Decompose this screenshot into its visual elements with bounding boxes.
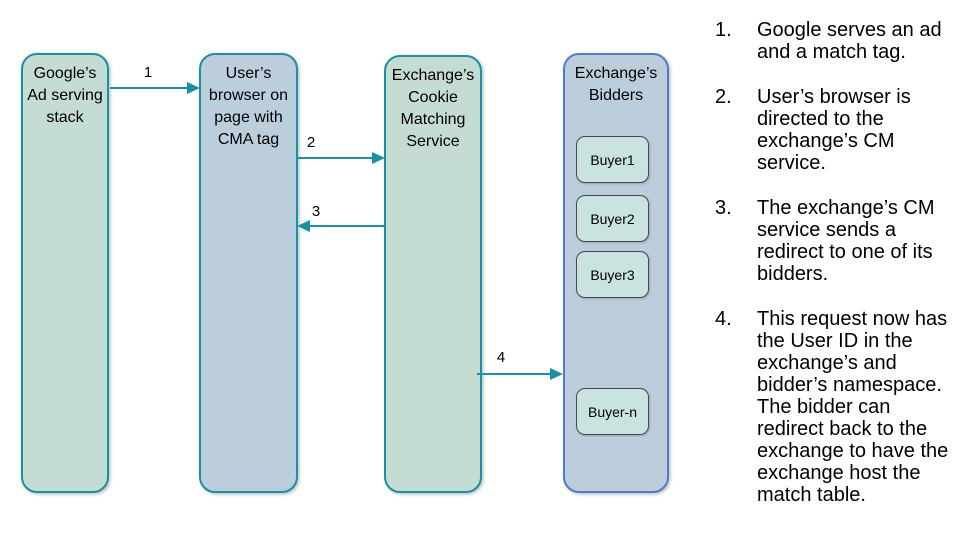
- arrow-label-3: 3: [311, 203, 321, 220]
- arrow-step-2: [298, 152, 385, 164]
- node-label: Exchange’s Cookie Matching Service: [391, 67, 475, 150]
- arrowhead-right-icon: [372, 152, 385, 164]
- node-exchange-cm-service: Exchange’s Cookie Matching Service: [384, 55, 482, 493]
- arrow-label-4: 4: [496, 349, 506, 366]
- arrow-shaft: [477, 372, 552, 376]
- buyer-label: Buyer-n: [587, 403, 638, 420]
- step-number: 4.: [715, 308, 732, 330]
- node-google-ad-stack: Google’s Ad serving stack: [21, 53, 109, 493]
- buyer-box-n: Buyer-n: [576, 388, 649, 435]
- buyer-box-2: Buyer2: [576, 195, 649, 242]
- step-number: 1.: [715, 19, 732, 41]
- arrowhead-left-icon: [297, 220, 310, 232]
- steps-list: 1. Google serves an ad and a match tag. …: [715, 19, 960, 529]
- arrowhead-right-icon: [550, 368, 563, 380]
- arrow-label-2: 2: [306, 134, 316, 151]
- step-text: This request now has the User ID in the …: [757, 308, 949, 506]
- arrow-shaft: [110, 86, 189, 90]
- arrow-shaft: [308, 224, 384, 228]
- buyer-box-3: Buyer3: [576, 251, 649, 298]
- arrow-shaft: [298, 156, 374, 160]
- arrow-label-1: 1: [143, 64, 153, 81]
- buyer-label: Buyer1: [590, 151, 635, 168]
- arrow-step-1: [110, 82, 200, 94]
- node-label: Google’s Ad serving stack: [27, 65, 103, 126]
- step-text: Google serves an ad and a match tag.: [757, 19, 942, 63]
- arrow-step-4: [477, 368, 563, 380]
- step-item-2: 2. User’s browser is directed to the exc…: [715, 86, 960, 174]
- node-label: User’s browser on page with CMA tag: [208, 65, 289, 148]
- step-item-3: 3. The exchange’s CM service sends a red…: [715, 197, 960, 285]
- arrowhead-right-icon: [187, 82, 200, 94]
- arrow-step-3: [297, 220, 384, 232]
- step-text: The exchange’s CM service sends a redire…: [757, 197, 935, 285]
- step-number: 2.: [715, 86, 732, 108]
- step-item-4: 4. This request now has the User ID in t…: [715, 308, 960, 506]
- node-exchange-bidders: Exchange’s Bidders Buyer1 Buyer2 Buyer3 …: [563, 53, 669, 493]
- step-item-1: 1. Google serves an ad and a match tag.: [715, 19, 960, 63]
- buyer-box-1: Buyer1: [576, 136, 649, 183]
- buyer-label: Buyer3: [590, 266, 635, 283]
- node-user-browser: User’s browser on page with CMA tag: [199, 53, 298, 493]
- node-label: Exchange’s Bidders: [574, 65, 658, 104]
- buyer-label: Buyer2: [590, 210, 635, 227]
- step-text: User’s browser is directed to the exchan…: [757, 86, 911, 174]
- step-number: 3.: [715, 197, 732, 219]
